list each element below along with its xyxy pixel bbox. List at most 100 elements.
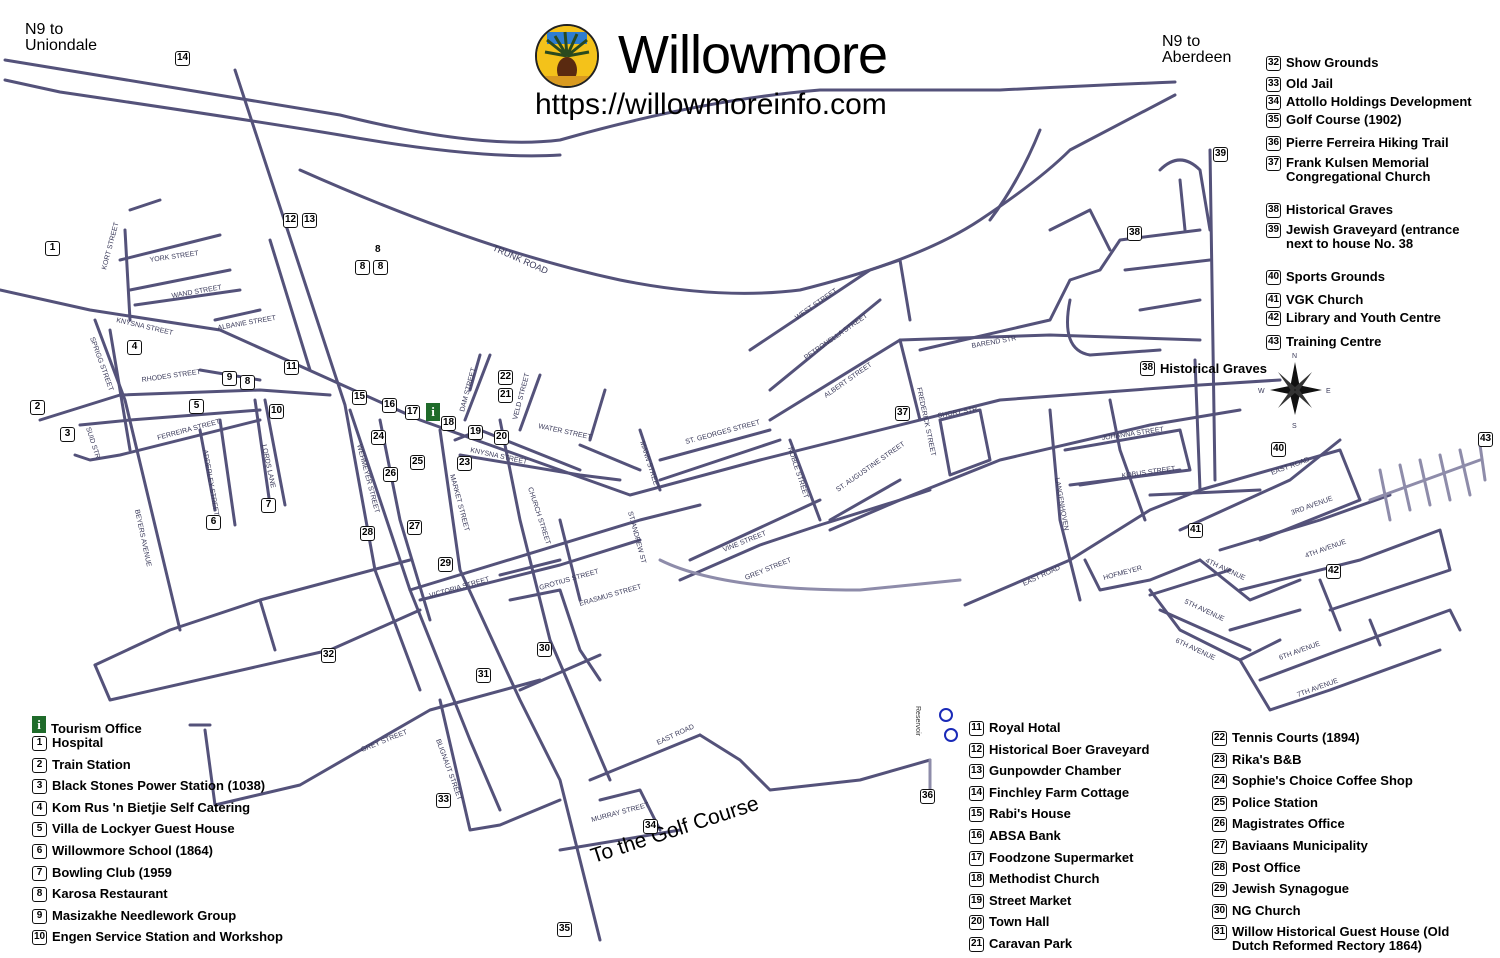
map-marker-14[interactable]: 14 [175,51,190,66]
legend-number-badge: 10 [32,930,47,946]
legend-number-badge: 18 [969,872,984,888]
map-marker-16[interactable]: 16 [382,398,397,413]
map-marker-33[interactable]: 33 [436,793,451,808]
map-marker-30[interactable]: 30 [537,642,552,657]
compass-rose [1270,362,1322,415]
legend-number-badge: 23 [1212,752,1227,768]
legend-text: Historical Graves [1286,202,1393,217]
map-marker-12[interactable]: 12 [283,213,298,228]
map-marker-43[interactable]: 43 [1478,432,1493,447]
reservoir-1-icon [939,708,953,722]
map-marker-4[interactable]: 4 [127,340,142,355]
street-4th-avenue-2: 4TH AVENUE [1304,538,1347,559]
map-marker-6[interactable]: 6 [206,515,221,530]
map-marker-19[interactable]: 19 [468,425,483,440]
legend-number-badge: 7 [32,865,47,881]
map-marker-1[interactable]: 1 [45,241,60,256]
street-veld: VELD STREET [512,372,531,421]
map-marker-39[interactable]: 39 [1213,147,1228,162]
n9-aberdeen-label: N9 to Aberdeen [1162,33,1232,66]
map-marker-8a[interactable]: 8 [355,260,370,275]
map-marker-15[interactable]: 15 [352,390,367,405]
map-marker-37[interactable]: 37 [895,406,910,421]
map-marker-36[interactable]: 36 [920,789,935,804]
legend-text: Masizakhe Needlework Group [52,907,237,923]
map-marker-22[interactable]: 22 [498,370,513,385]
map-marker-34[interactable]: 34 [643,819,658,834]
map-marker-35[interactable]: 35 [557,922,572,937]
legend-text: Sophie's Choice Coffee Shop [1232,773,1413,789]
map-marker-25[interactable]: 25 [410,455,425,470]
street-hofmeyer: HOFMEYER [1103,565,1143,582]
map-label-8: 8 [375,244,381,255]
map-marker-3[interactable]: 3 [60,427,75,442]
street-petronella: PETRONELLA STREET [803,312,869,361]
legend-text: Jewish Graveyard (entrance next to house… [1286,222,1460,251]
map-marker-32[interactable]: 32 [321,648,336,663]
map-marker-38b[interactable]: 38 [1140,361,1155,376]
map-marker-18[interactable]: 18 [441,416,456,431]
legend-number-badge: 27 [1212,838,1227,854]
map-marker-23[interactable]: 23 [457,456,472,471]
street-st-augustine: ST. AUGUSTINE STREET [835,440,907,493]
map-marker-41[interactable]: 41 [1188,523,1203,538]
legend-text: Tennis Courts (1894) [1232,730,1360,745]
map-marker-11[interactable]: 11 [284,360,299,375]
legend-text: VGK Church [1286,292,1364,307]
map-marker-26[interactable]: 26 [383,467,398,482]
map-marker-38a[interactable]: 38 [1127,226,1142,241]
map-marker-9[interactable]: 9 [222,371,237,386]
legend-text: Historical Boer Graveyard [989,741,1150,757]
map-marker-8c[interactable]: 8 [240,375,255,390]
map-marker-29[interactable]: 29 [438,557,453,572]
street-5th-avenue: 5TH AVENUE [1183,598,1225,623]
street-grey-1: GREY STREET [744,557,793,582]
map-marker-31[interactable]: 31 [476,668,491,683]
map-marker-8b[interactable]: 8 [373,260,388,275]
legend-item-39: 39 Jewish Graveyard (entrance next to hou… [1266,223,1472,251]
legend-text: Post Office [1232,859,1301,875]
trunk-road-line [298,93,1177,295]
map-marker-21[interactable]: 21 [498,388,513,403]
legend-text: Kom Rus 'n Bietjie Self Catering [52,799,251,815]
legend-text: Bowling Club (1959 [52,864,172,880]
map-marker-2[interactable]: 2 [30,400,45,415]
map-marker-13[interactable]: 13 [302,213,317,228]
map-marker-40[interactable]: 40 [1271,442,1286,457]
legend-number-badge: 2 [32,757,47,773]
legend-text: Villa de Lockyer Guest House [52,821,235,837]
map-marker-17[interactable]: 17 [405,405,420,420]
map-marker-24[interactable]: 24 [371,430,386,445]
legend-number-badge: 39 [1266,223,1281,238]
street-grotius: GROTIUS STREET [539,568,601,592]
street-rhodes: RHODES STREET [141,369,202,384]
map-marker-20[interactable]: 20 [494,430,509,445]
map-marker-28[interactable]: 28 [360,526,375,541]
street-east-road-3: EAST ROAD [656,723,696,746]
tourism-office-map-icon[interactable]: i [426,403,440,421]
legend-text: Baviaans Municipality [1232,837,1368,853]
map-marker-42[interactable]: 42 [1326,564,1341,579]
street-east-road-1: EAST ROAD [1022,564,1062,587]
map-marker-27[interactable]: 27 [407,520,422,535]
website-url[interactable]: https://willowmoreinfo.com [535,88,887,121]
legend-number-badge: 40 [1266,270,1281,285]
legend-number-badge: 8 [32,887,47,903]
legend-item-tourism: i Tourism Office [32,716,283,736]
legend-item-4: 4 Kom Rus 'n Bietjie Self Catering [32,799,283,816]
map-marker-5[interactable]: 5 [189,399,204,414]
map-marker-7[interactable]: 7 [261,498,276,513]
map-marker-10[interactable]: 10 [269,404,284,419]
legend-number-badge: 38 [1266,203,1281,218]
reservoir-2-icon [944,728,958,742]
legend-number-badge: 4 [32,800,47,816]
